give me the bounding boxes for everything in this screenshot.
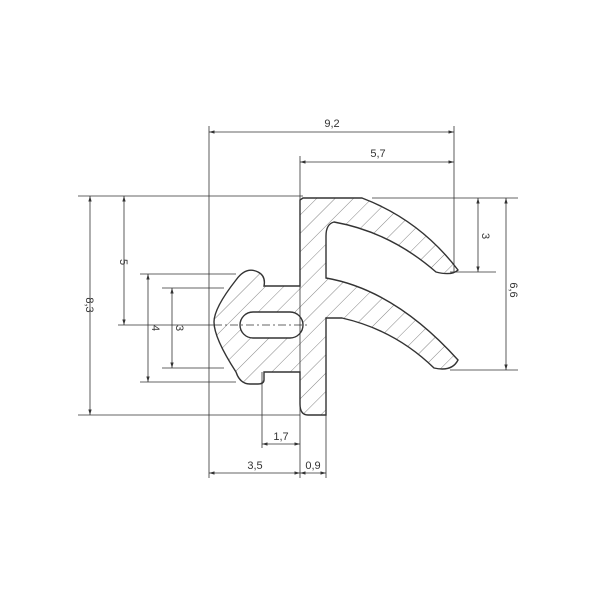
dimension-upper-height: 5 <box>117 196 129 325</box>
dimension-top-width: 5,7 <box>300 148 454 164</box>
dimension-lip-gap: 3 <box>476 198 491 272</box>
dimension-overall-width: 9,2 <box>209 118 454 134</box>
dimension-overall-height-label: 8,3 <box>83 297 95 312</box>
dimension-overall-width-label: 9,2 <box>324 118 339 130</box>
profile-hatching <box>214 198 458 415</box>
dimension-outer-slot: 4 <box>146 274 161 382</box>
seal-profile <box>213 197 459 416</box>
dimension-outer-slot-label: 4 <box>149 325 161 331</box>
dimension-lip-height: 6,6 <box>504 198 519 370</box>
dimension-wall-thickness: 0,9 <box>300 460 326 475</box>
dimension-wall-thickness-label: 0,9 <box>305 460 320 472</box>
dimension-upper-height-label: 5 <box>117 259 129 265</box>
dimension-inner-slot-label: 3 <box>173 325 185 331</box>
dimension-inner-slot: 3 <box>170 288 185 368</box>
dimension-lip-gap-label: 3 <box>479 233 491 239</box>
dimension-lip-height-label: 6,6 <box>507 282 519 297</box>
profile-hollow-slot <box>239 311 304 339</box>
dimension-stem-width-label: 1,7 <box>273 431 288 443</box>
extension-lines <box>78 126 518 478</box>
dimension-overall-height: 8,3 <box>83 196 95 415</box>
dimension-base-offset-label: 3,5 <box>247 460 262 472</box>
dimension-stem-width: 1,7 <box>262 431 300 446</box>
dimension-base-offset: 3,5 <box>209 460 300 475</box>
dimension-top-width-label: 5,7 <box>370 148 385 160</box>
